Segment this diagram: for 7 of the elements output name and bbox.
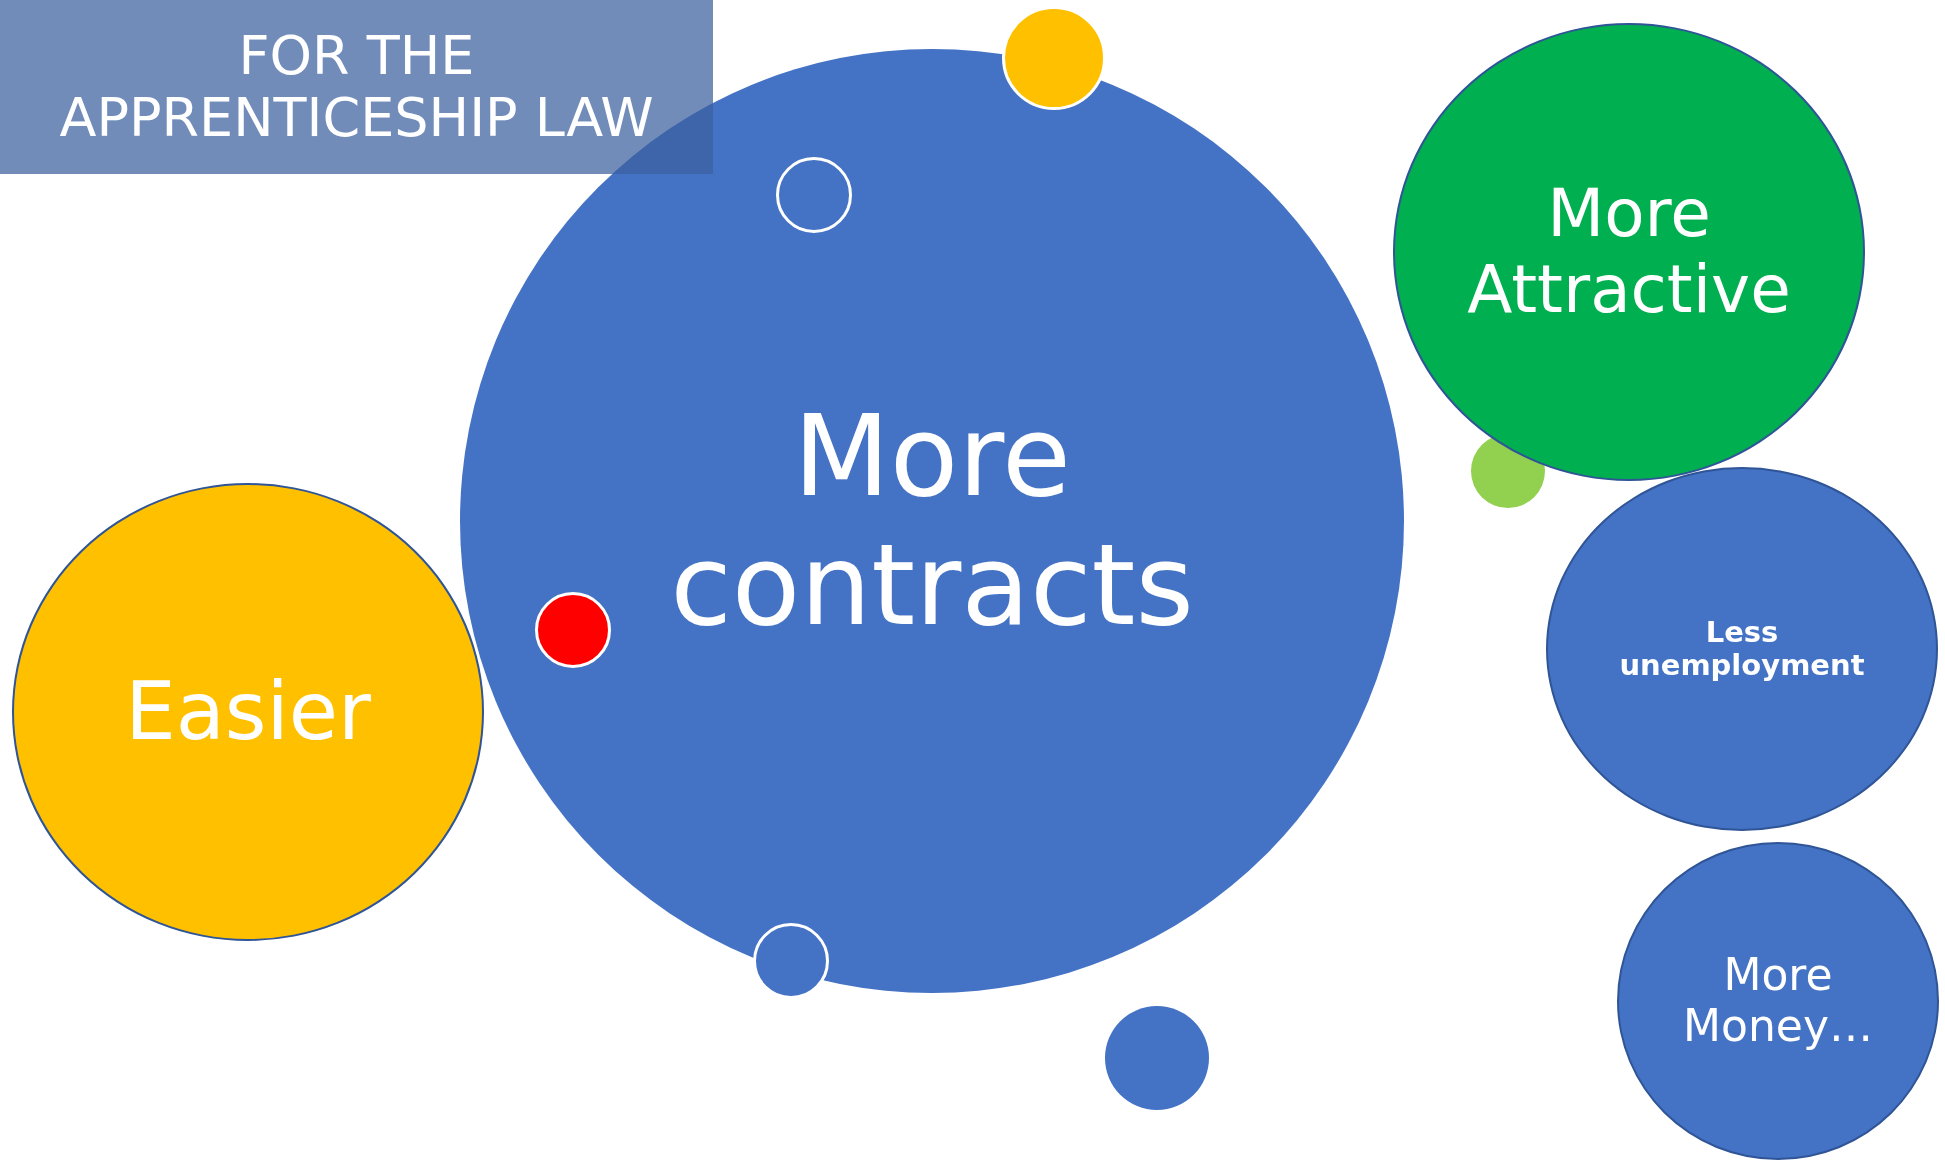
bubble-label: More contracts xyxy=(669,392,1195,650)
bubble-label: Less unemployment xyxy=(1618,615,1866,683)
title-text: FOR THE APPRENTICESHIP LAW xyxy=(58,24,655,150)
title-banner xyxy=(0,0,713,174)
bubble-label: Easier xyxy=(125,666,371,758)
bubble-label: More Attractive xyxy=(1466,176,1792,328)
bubble-label: More Money… xyxy=(1682,950,1874,1052)
